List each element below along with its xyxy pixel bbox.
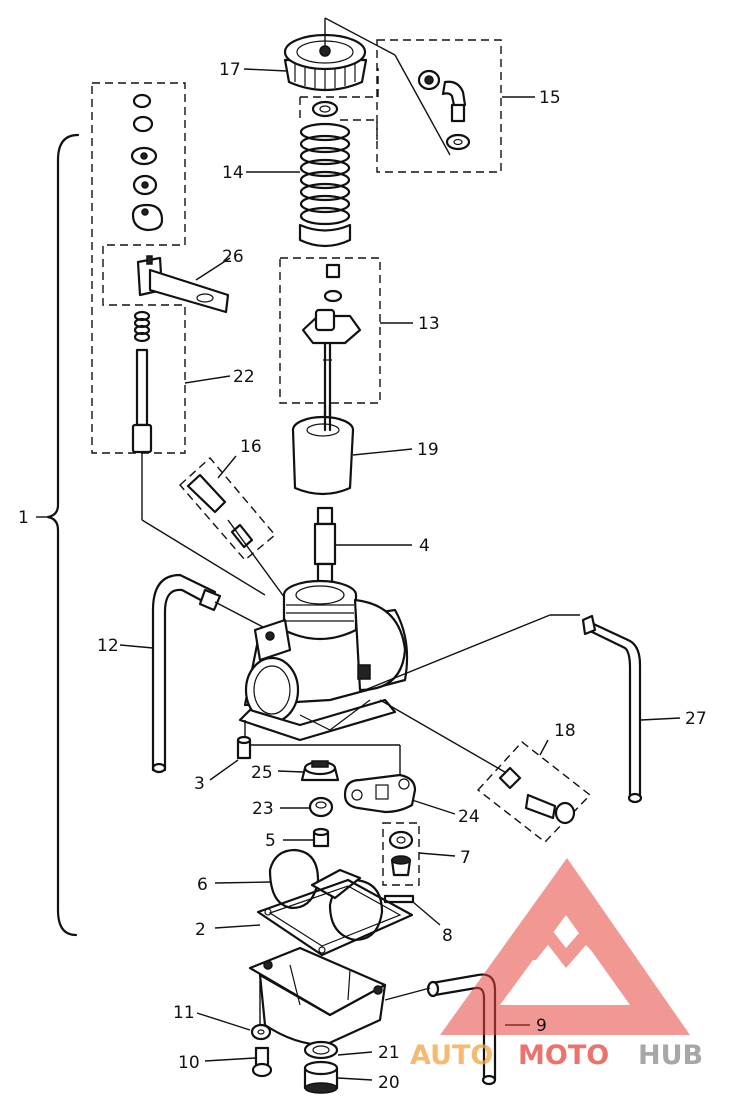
callout-label-19: 19 xyxy=(417,440,439,460)
watermark-text-moto: MOTO xyxy=(518,1040,609,1071)
part-27-right-hose xyxy=(581,614,643,804)
callout-label-25: 25 xyxy=(251,763,273,783)
callout-label-20: 20 xyxy=(378,1073,400,1093)
part-3-screw xyxy=(236,735,252,760)
part-24-plate xyxy=(343,773,417,814)
part-22-pilot-screw xyxy=(131,310,266,596)
callout-label-10: 10 xyxy=(178,1053,200,1073)
callout-label-4: 4 xyxy=(419,536,430,556)
callout-label-1: 1 xyxy=(18,508,29,528)
part-7-needle-valve xyxy=(388,830,414,877)
watermark-text-auto: AUTO xyxy=(410,1040,493,1071)
part-20-plug xyxy=(303,1060,339,1094)
part-16-screw-set xyxy=(186,473,291,606)
callout-label-5: 5 xyxy=(265,831,276,851)
callout-label-9: 9 xyxy=(536,1016,547,1036)
leader-lines xyxy=(119,68,681,1081)
part-23-jet xyxy=(308,796,334,818)
part-10-drain-screw xyxy=(251,1046,273,1078)
cap-seal-ring xyxy=(311,100,339,118)
carburetor-body xyxy=(238,579,580,780)
watermark-text-hub: HUB xyxy=(638,1040,703,1071)
group-box-7 xyxy=(382,822,420,886)
group-box-15 xyxy=(376,39,502,173)
callout-label-27: 27 xyxy=(685,709,707,729)
watermark-m-icon xyxy=(520,925,615,968)
callout-label-7: 7 xyxy=(460,848,471,868)
callout-label-17: 17 xyxy=(219,60,241,80)
callout-label-12: 12 xyxy=(97,636,119,656)
group-box-17-top xyxy=(299,68,379,140)
callout-label-26: 26 xyxy=(222,247,244,267)
group-box-22-26 xyxy=(91,82,186,454)
group-box-16 xyxy=(179,456,276,561)
callout-label-15: 15 xyxy=(539,88,561,108)
callout-label-18: 18 xyxy=(554,721,576,741)
callout-label-2: 2 xyxy=(195,920,206,940)
callout-label-11: 11 xyxy=(173,1003,195,1023)
part-12-left-hose xyxy=(151,573,264,774)
part-14-spring xyxy=(298,122,352,248)
part-19-throttle-valve xyxy=(291,403,355,496)
watermark-logo xyxy=(440,858,690,1035)
callout-label-22: 22 xyxy=(233,367,255,387)
callout-label-24: 24 xyxy=(458,807,480,827)
callout-label-14: 14 xyxy=(222,163,244,183)
part-22-small-parts xyxy=(130,93,164,232)
part-18-idle-screw xyxy=(498,766,576,825)
callout-label-21: 21 xyxy=(378,1043,400,1063)
callout-label-6: 6 xyxy=(197,875,208,895)
callout-label-3: 3 xyxy=(194,774,205,794)
part-13-needle-assembly xyxy=(301,263,362,432)
part-21-o-ring xyxy=(303,1040,339,1060)
part-25-jet-holder xyxy=(300,760,340,782)
group-box-18 xyxy=(476,741,592,843)
group-box-13 xyxy=(279,257,381,404)
part-15-cable-adjuster xyxy=(324,17,471,156)
callout-label-23: 23 xyxy=(252,799,274,819)
callout-label-8: 8 xyxy=(442,926,453,946)
part-17-top-cap xyxy=(283,18,368,92)
callout-labels: 1 2 3 4 5 6 7 8 9 10 11 12 13 14 15 16 1… xyxy=(18,60,707,1093)
part-26-lever xyxy=(136,255,230,314)
part-4-starter-plunger xyxy=(313,506,337,584)
callout-label-16: 16 xyxy=(240,437,262,457)
part-11-washer xyxy=(250,1023,272,1041)
watermark-triangle-icon xyxy=(440,858,690,1035)
part-5-main-jet xyxy=(312,827,330,848)
callout-label-13: 13 xyxy=(418,314,440,334)
assembly-bracket xyxy=(36,133,80,937)
part-2-gasket xyxy=(256,878,414,957)
